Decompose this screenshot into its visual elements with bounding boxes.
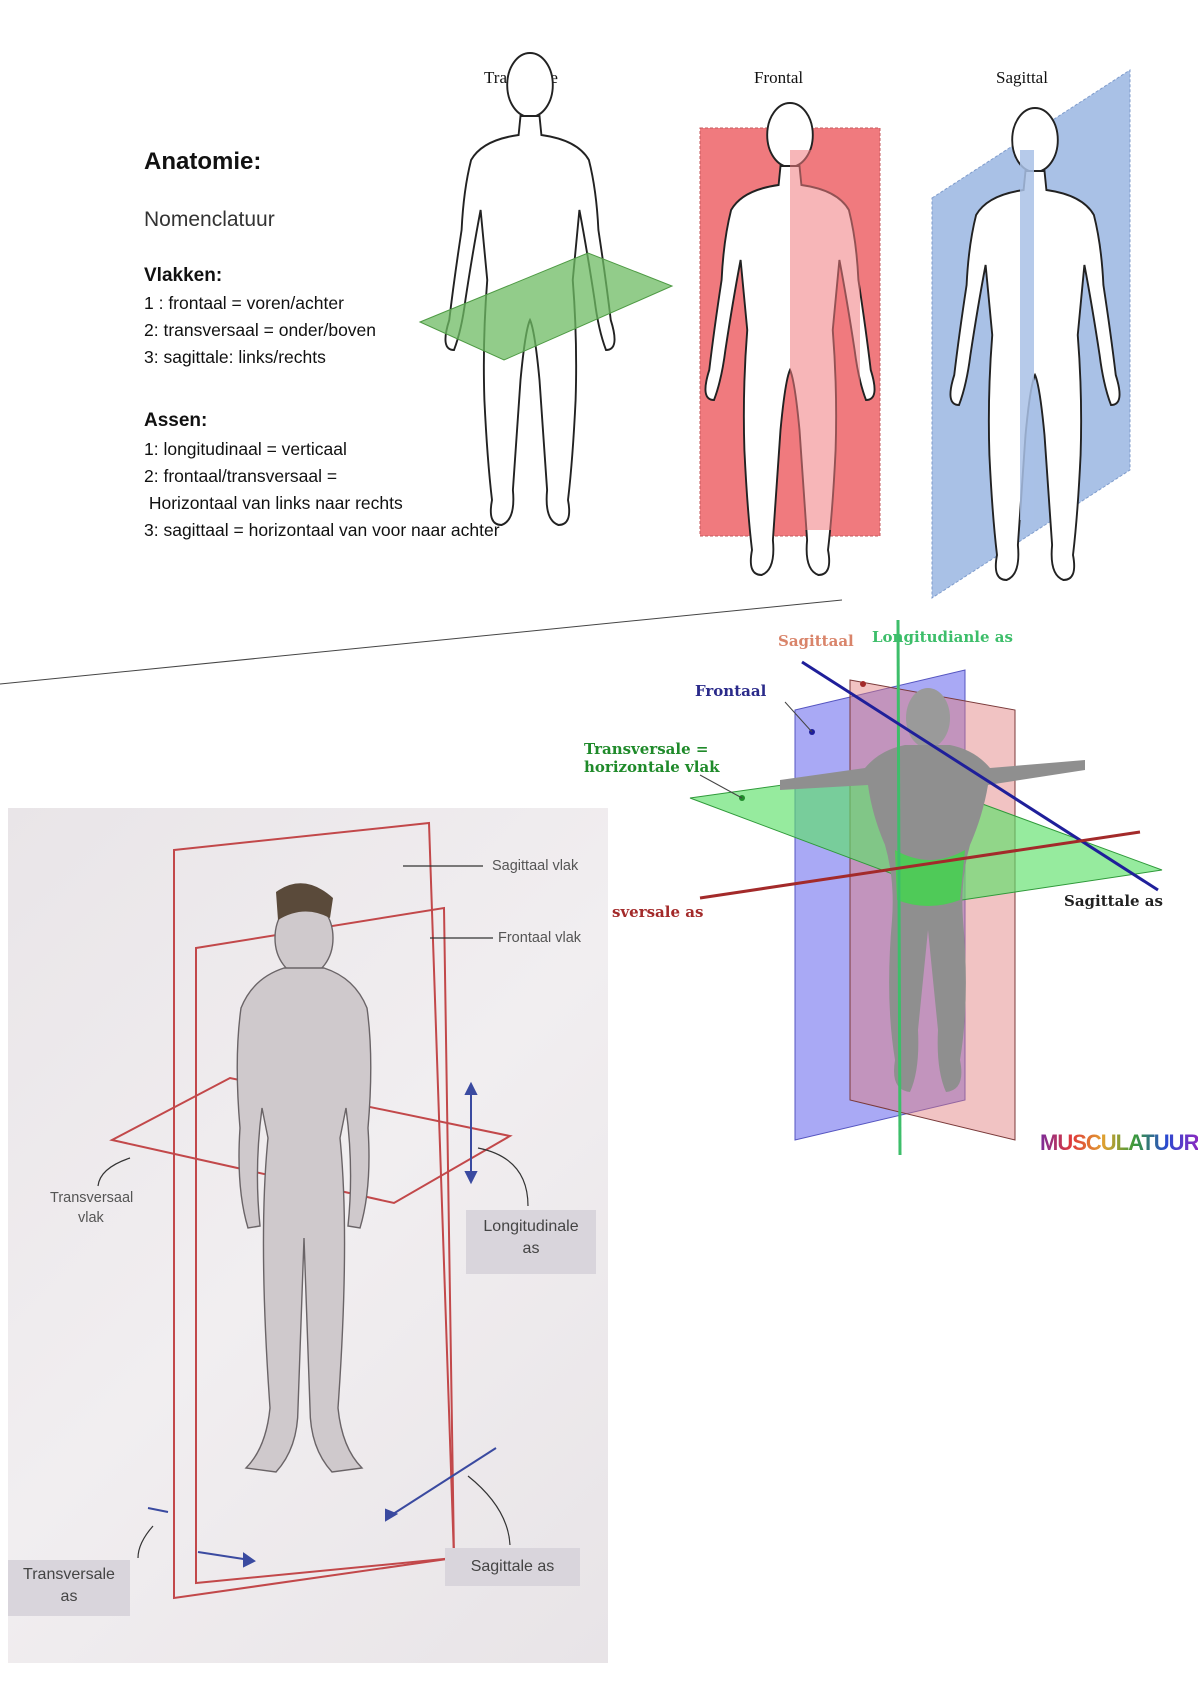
label-sagittal: Sagittal (996, 68, 1048, 87)
axis-item-frontal: 2: frontaal/transversaal = (144, 466, 338, 486)
photo-box-transverse-axis: Transversale as (8, 1560, 130, 1616)
plane-item-transverse: 2: transversaal = onder/boven (144, 320, 377, 340)
human-3d-model (780, 688, 1085, 1092)
label-3d-sagittal: Sagittaal (778, 632, 854, 650)
planes-heading: Vlakken: (144, 265, 223, 286)
plane-item-sagittal: 3: sagittale: links/rechts (144, 347, 326, 367)
musculature-figure (0, 599, 1163, 1156)
label-3d-frontal: Frontaal (695, 682, 767, 700)
photo-label-frontal-plane: Frontaal vlak (498, 930, 582, 946)
longitudinal-axis-line (896, 619, 902, 1156)
textbook-photo: Sagittaal vlak Frontaal vlak Transversaa… (8, 808, 608, 1663)
photo-box-longitudinal-axis: Longitudinale as (466, 1210, 596, 1274)
musculatuur-logo: MUSCULATUUR (1040, 1130, 1199, 1155)
photo-label-transverse-plane-2: vlak (78, 1210, 104, 1226)
page-title: Anatomie: (144, 148, 262, 175)
label-3d-sagittal-axis: Sagittale as (1064, 892, 1163, 910)
planes-figure (418, 52, 1131, 599)
figure-frontal (699, 102, 881, 576)
axis-item-horizontal: Horizontaal van links naar rechts (144, 493, 403, 513)
axis-item-sagittal: 3: sagittaal = horizontaal van voor naar… (144, 520, 500, 540)
sagittal-axis-line (801, 660, 1159, 892)
axes-heading: Assen: (144, 410, 208, 431)
photo-label-sagittal-plane: Sagittaal vlak (492, 858, 579, 874)
photo-box-sagittal-axis: Sagittale as (445, 1548, 580, 1586)
label-frontal: Frontal (754, 68, 804, 87)
axis-item-longitudinal: 1: longitudinaal = verticaal (144, 439, 347, 459)
photo-label-transverse-plane-1: Transversaal (50, 1190, 134, 1206)
label-3d-transverse-axis: sversale as (612, 903, 704, 921)
label-3d-transverse-1: Transversale = (584, 740, 709, 758)
photo-diagram (97, 821, 529, 1600)
plane-item-frontal: 1 : frontaal = voren/achter (144, 293, 344, 313)
label-3d-longitudinal: Longitudianle as (872, 628, 1013, 646)
transverse-axis-line (699, 830, 1141, 900)
figure-sagittal (931, 69, 1131, 599)
label-3d-transverse-2: horizontale vlak (584, 758, 720, 776)
page-subtitle: Nomenclatuur (144, 208, 275, 231)
figure-transverse (418, 52, 674, 526)
